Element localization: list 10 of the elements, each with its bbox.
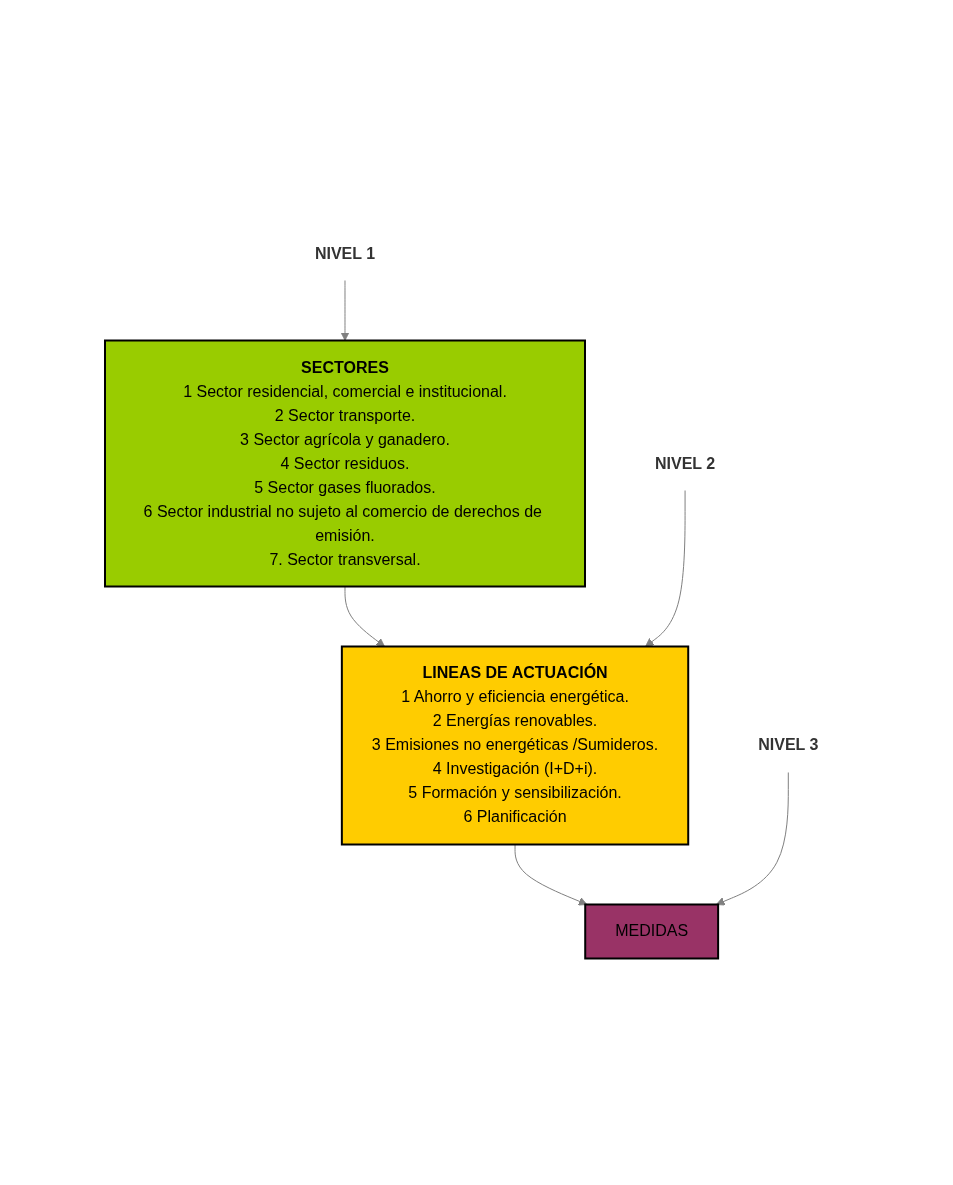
node-text: NIVEL 2 xyxy=(654,454,715,472)
node-text: NIVEL 3 xyxy=(758,736,819,754)
arrow xyxy=(644,490,686,647)
arrow xyxy=(514,844,588,906)
node-box: SECTORES 1 Sector residencial, comercial e institucional. 2 Sector transporte. 3 Sector agrícola y ganadero. 4 Sector residuos. 5 Sector gases fluorados. 6 Sector industrial no sujeto al comercio de derechos de emisión. 7. Sector transversal. xyxy=(103,339,586,588)
node-box: LINEAS DE ACTUACIÓN 1 Ahorro y eficiencia energética. 2 Energías renovables. 3 Emisiones no energéticas /Sumideros. 4 Investigación (I+D+i). 5 Formación y sensibilización. 6 Planificación xyxy=(340,645,689,846)
arrow xyxy=(340,280,350,341)
node-text: NIVEL 1 xyxy=(314,244,375,262)
node-box: MEDIDAS xyxy=(584,903,719,960)
arrow xyxy=(344,586,385,647)
